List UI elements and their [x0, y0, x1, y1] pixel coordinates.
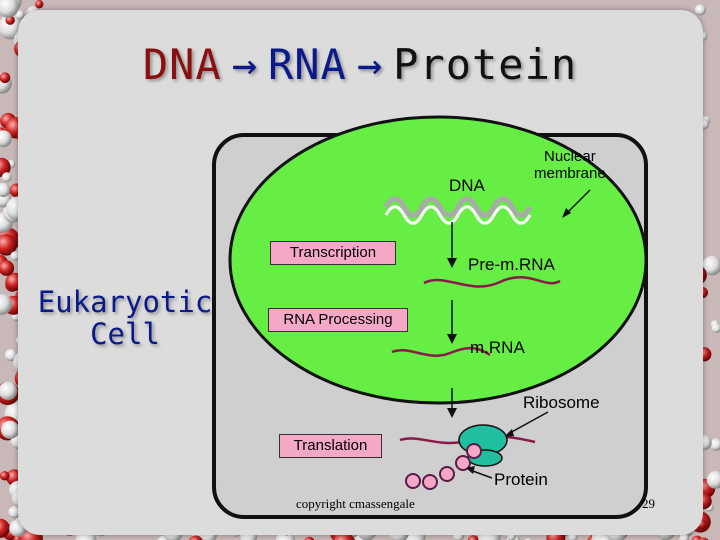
- protein-bead: [405, 473, 421, 489]
- white-atom-ball: [0, 130, 12, 148]
- white-atom-ball: [679, 533, 689, 540]
- copyright-text: copyright cmassengale: [296, 496, 415, 511]
- white-atom-ball: [8, 506, 21, 519]
- red-atom-ball: [0, 157, 11, 177]
- rna-processing-box: RNA Processing: [268, 308, 408, 332]
- white-atom-ball: [709, 438, 720, 451]
- processing-arrowhead: [447, 334, 457, 344]
- red-atom-ball: [0, 260, 15, 276]
- red-atom-ball: [698, 537, 709, 540]
- eukaryotic-cell-label: Eukaryotic Cell: [30, 286, 220, 350]
- pre-mrna-label: Pre-m.RNA: [468, 255, 555, 274]
- red-atom-ball: [35, 0, 44, 9]
- dna-strand-lower: [384, 205, 532, 225]
- ribosome-pointer: [507, 411, 549, 435]
- white-atom-ball: [0, 294, 13, 315]
- protein-arrowhead: [466, 466, 475, 474]
- nuclear-membrane-line2: membrane: [534, 165, 606, 182]
- red-atom-ball: [0, 72, 11, 84]
- red-atom-ball: [188, 535, 203, 540]
- dna-strand-upper: [383, 196, 533, 218]
- white-atom-ball: [711, 323, 720, 333]
- transcription-box: Transcription: [270, 241, 396, 265]
- red-atom-ball: [0, 234, 18, 256]
- white-atom-ball: [10, 251, 21, 261]
- white-atom-ball: [0, 182, 11, 198]
- export-arrowhead: [447, 408, 457, 418]
- eukaryotic-label-line1: Eukaryotic: [37, 285, 213, 319]
- nuclear-membrane-pointer: [564, 189, 591, 216]
- protein-bead: [422, 474, 438, 490]
- white-atom-ball: [702, 255, 720, 276]
- red-atom-ball: [0, 518, 10, 538]
- page-number: 29: [642, 496, 655, 511]
- ribosome-label: Ribosome: [523, 393, 600, 412]
- white-atom-ball: [694, 4, 706, 16]
- nuclear-membrane-line1: Nuclear: [544, 148, 596, 165]
- protein-bead: [466, 443, 482, 459]
- protein-bead: [455, 455, 471, 471]
- dna-label: DNA: [449, 176, 485, 195]
- slide-title: DNA→RNA→Protein: [0, 40, 720, 89]
- translation-box: Translation: [279, 434, 382, 458]
- white-atom-ball: [706, 471, 720, 489]
- mrna-strand: [391, 346, 491, 357]
- white-atom-ball: [1, 420, 20, 439]
- title-arrow-1: →: [231, 40, 258, 89]
- mrna-label: m.RNA: [470, 338, 525, 357]
- title-rna: RNA: [267, 40, 347, 89]
- red-atom-ball: [5, 15, 15, 25]
- white-atom-ball: [0, 381, 18, 401]
- eukaryotic-label-line2: Cell: [90, 317, 160, 351]
- white-atom-ball: [1, 172, 12, 183]
- protein-bead: [439, 466, 455, 482]
- transcription-arrowhead: [447, 258, 457, 268]
- nuclear-membrane-label: Nuclear membrane: [534, 148, 606, 182]
- white-atom-ball: [0, 0, 19, 18]
- red-atom-ball: [467, 535, 480, 540]
- title-arrow-2: →: [356, 40, 384, 89]
- title-dna: DNA: [142, 40, 222, 89]
- nuclear-membrane-arrowhead: [562, 208, 571, 218]
- protein-label: Protein: [494, 470, 548, 489]
- red-atom-ball: [0, 471, 10, 481]
- red-atom-ball: [304, 536, 315, 540]
- pre-mrna-strand: [423, 276, 561, 288]
- title-protein: Protein: [393, 40, 578, 89]
